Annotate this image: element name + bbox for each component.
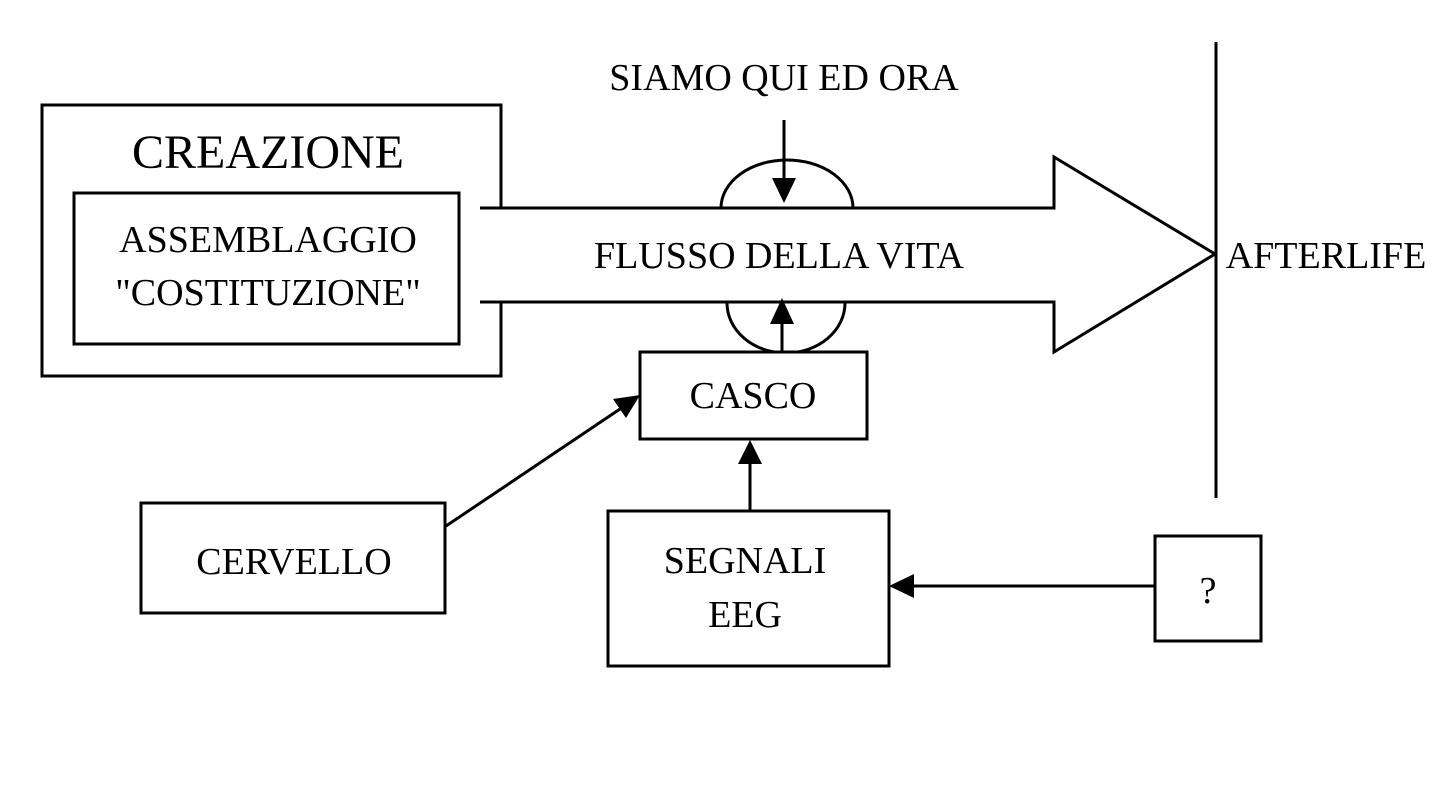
unknown-source-label: ?: [1200, 570, 1217, 612]
creation-title: CREAZIONE: [132, 126, 404, 179]
segnali-eeg-line2: EEG: [708, 594, 782, 636]
cervello-label: CERVELLO: [196, 541, 391, 583]
unknown-source-box: [1153, 534, 1263, 643]
flow-arrow-label: FLUSSO DELLA VITA: [594, 235, 965, 277]
upper-semicircle: [719, 158, 855, 209]
casco-label: CASCO: [690, 375, 817, 417]
assembly-line2: "COSTITUZIONE": [115, 272, 420, 314]
cervello-to-casco-arrow-shaft: [445, 407, 621, 528]
casco-to-flow-arrow-head: [770, 298, 794, 324]
casco-box: [638, 350, 869, 441]
here-and-now-arrow-head: [772, 178, 796, 203]
afterlife-label: AFTERLIFE: [1226, 235, 1427, 277]
segnali-eeg-line1: SEGNALI: [664, 540, 827, 582]
assembly-box: [72, 191, 461, 346]
assembly-line1: ASSEMBLAGGIO: [119, 219, 417, 261]
cervello-to-casco-arrow-head: [613, 395, 640, 418]
segnali-to-casco-arrow-head: [738, 440, 762, 464]
segnali-eeg-box: [606, 509, 891, 668]
unknown-to-segnali-arrow-head: [889, 574, 914, 598]
cervello-box: [139, 501, 447, 615]
here-and-now-label: SIAMO QUI ED ORA: [609, 57, 959, 99]
